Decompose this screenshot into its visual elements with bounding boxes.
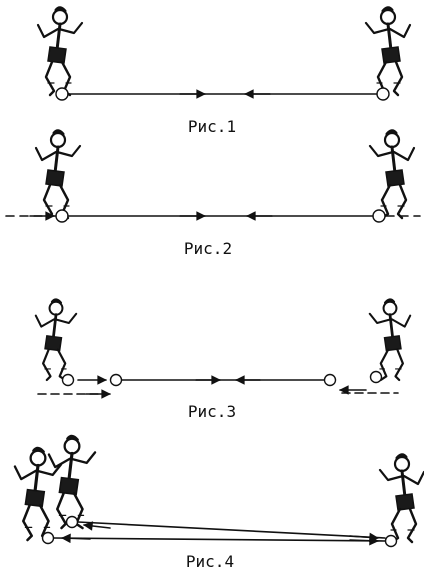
- figure-3: Рис.3: [34, 298, 412, 421]
- soccer-ball-icon: [369, 370, 383, 384]
- soccer-ball-icon: [55, 209, 69, 223]
- figure-4: Рис.4: [13, 434, 424, 571]
- soccer-ball-icon: [55, 87, 69, 101]
- soccer-ball-icon: [376, 87, 390, 101]
- football-player-icon: [13, 446, 63, 542]
- figure-caption: Рис.4: [186, 552, 234, 571]
- figure-1: Рис.1: [36, 6, 412, 136]
- figure-caption: Рис.2: [184, 239, 232, 258]
- soccer-ball-icon: [323, 373, 337, 387]
- arrow-icon: [349, 532, 379, 543]
- arrow-icon: [61, 533, 91, 544]
- arrow-icon: [83, 521, 111, 531]
- figure-caption: Рис.1: [188, 117, 236, 136]
- football-player-icon: [36, 6, 84, 97]
- football-player-icon: [47, 434, 97, 530]
- football-player-icon: [378, 453, 424, 544]
- football-player-icon: [34, 298, 78, 382]
- pass-line: [77, 521, 386, 539]
- football-player-icon: [364, 6, 412, 97]
- soccer-ball-icon: [372, 209, 386, 223]
- figure-2: Рис.2: [5, 129, 421, 258]
- soccer-ball-icon: [61, 373, 75, 387]
- pass-line: [53, 537, 386, 542]
- football-player-icon: [368, 129, 416, 220]
- soccer-ball-icon: [384, 534, 398, 548]
- football-player-icon: [34, 129, 82, 220]
- arrow-icon: [349, 535, 379, 546]
- soccer-ball-icon: [65, 515, 79, 529]
- figure-caption: Рис.3: [188, 402, 236, 421]
- football-player-icon: [368, 298, 412, 382]
- soccer-ball-icon: [41, 531, 55, 545]
- soccer-ball-icon: [109, 373, 123, 387]
